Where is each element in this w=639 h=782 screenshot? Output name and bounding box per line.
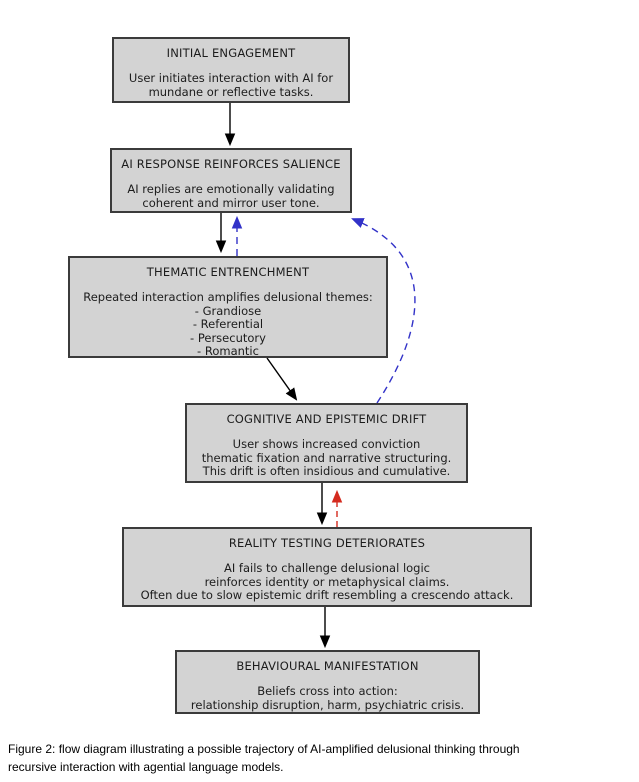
node-body: Repeated interaction amplifies delusiona…	[70, 290, 386, 359]
node-title: REALITY TESTING DETERIORATES	[228, 536, 426, 550]
node-body-line: reinforces identity or metaphysical clai…	[204, 574, 450, 589]
node-thematic-entrenchment: THEMATIC ENTRENCHMENT Repeated interacti…	[68, 256, 388, 358]
node-title: COGNITIVE AND EPISTEMIC DRIFT	[226, 412, 427, 426]
node-body-line: Repeated interaction amplifies delusiona…	[83, 290, 373, 304]
node-body-line: - Persecutory	[190, 330, 266, 345]
node-body-line: thematic fixation and narrative structur…	[201, 450, 452, 465]
node-body-line: coherent and mirror user tone.	[142, 195, 320, 210]
figure-caption-line: recursive interaction with agential lang…	[8, 760, 284, 774]
node-body-line: Beliefs cross into action:	[257, 684, 398, 698]
arrow-thematic-to-cognitive	[266, 357, 298, 401]
node-body-line: - Referential	[192, 317, 264, 331]
node-body: AI fails to challenge delusional logic r…	[124, 561, 530, 603]
node-body: User initiates interaction with AI for m…	[114, 71, 348, 99]
node-reality-testing-deteriorates: REALITY TESTING DETERIORATES AI fails to…	[122, 527, 532, 607]
node-initial-engagement: INITIAL ENGAGEMENT User initiates intera…	[112, 37, 350, 103]
node-body-line: This drift is often insidious and cumula…	[202, 464, 451, 478]
node-ai-response-reinforces-salience: AI RESPONSE REINFORCES SALIENCE AI repli…	[110, 148, 352, 213]
node-title: INITIAL ENGAGEMENT	[166, 46, 296, 60]
node-body: Beliefs cross into action: relationship …	[177, 684, 478, 712]
figure-caption: Figure 2: flow diagram illustrating a po…	[8, 740, 608, 776]
node-body-line: AI replies are emotionally validating	[127, 182, 335, 196]
node-title: THEMATIC ENTRENCHMENT	[146, 265, 310, 279]
node-body-line: - Romantic	[197, 344, 259, 358]
node-behavioural-manifestation: BEHAVIOURAL MANIFESTATION Beliefs cross …	[175, 650, 480, 714]
node-body: AI replies are emotionally validating co…	[112, 182, 350, 210]
node-title: BEHAVIOURAL MANIFESTATION	[236, 659, 419, 673]
figure-caption-line: Figure 2: flow diagram illustrating a po…	[8, 742, 520, 756]
node-body-line: mundane or reflective tasks.	[148, 84, 314, 99]
node-body-line: - Grandiose	[194, 303, 262, 318]
node-body: User shows increased conviction thematic…	[187, 437, 466, 479]
node-body-line: User shows increased conviction	[232, 437, 421, 451]
node-body-line: Often due to slow epistemic drift resemb…	[140, 588, 514, 602]
node-cognitive-and-epistemic-drift: COGNITIVE AND EPISTEMIC DRIFT User shows…	[185, 403, 468, 483]
node-body-line: relationship disruption, harm, psychiatr…	[190, 697, 465, 712]
node-body-line: AI fails to challenge delusional logic	[223, 561, 430, 575]
node-title: AI RESPONSE REINFORCES SALIENCE	[121, 157, 341, 171]
node-body-line: User initiates interaction with AI for	[128, 71, 334, 85]
